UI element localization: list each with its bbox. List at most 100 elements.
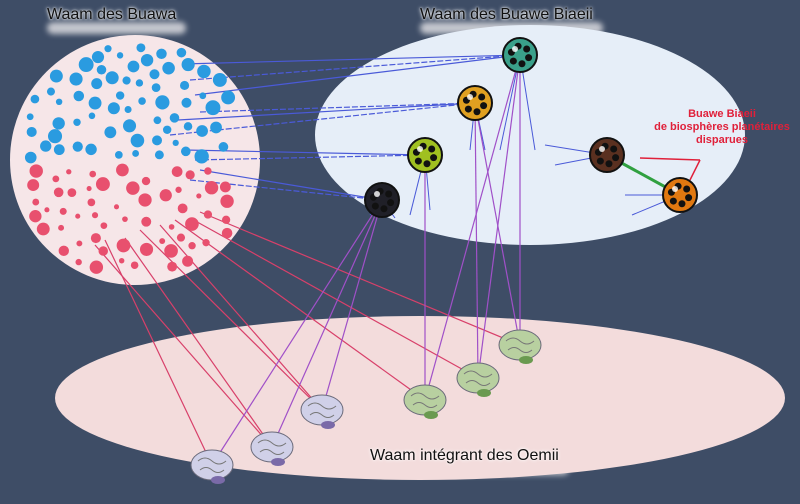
buawa-pink-dot — [90, 233, 101, 244]
buawa-blue-dot — [69, 72, 83, 86]
buawa-blue-dot — [26, 126, 37, 138]
buawa-pink-dot — [159, 189, 172, 202]
buawa-to-oemii-link — [189, 217, 479, 379]
buawa-pink-dot — [59, 207, 67, 215]
buawa-pink-dot — [204, 181, 219, 195]
brain-fold — [505, 337, 535, 353]
buawa-pink-dot — [116, 238, 131, 253]
buawa-pink-dot — [221, 215, 231, 224]
extinct-biosphere-note: Buawe Biaeii de biosphères planétaires d… — [652, 108, 792, 147]
buawa-pink-dot — [66, 169, 72, 175]
buawa-pink-dot — [53, 187, 64, 198]
buawa-blue-dot — [115, 91, 125, 100]
buawa-blue-dot — [72, 141, 83, 152]
buawa-pink-dot — [32, 198, 40, 206]
buawa-blue-dot — [55, 98, 63, 106]
brain-stem — [519, 356, 533, 364]
brain-fold — [197, 457, 227, 473]
buawa-pink-dot — [185, 217, 199, 231]
buawa-pink-dot — [75, 258, 82, 266]
buawa-blue-dot — [127, 60, 140, 73]
brain-stem — [271, 458, 285, 466]
sphere-spot — [610, 145, 618, 153]
biaeii-to-oemii-link — [321, 199, 383, 411]
buawa-blue-dot — [47, 129, 63, 144]
buawa-to-oemii-link — [124, 237, 273, 448]
brain-icon — [403, 384, 447, 416]
buawa-blue-dot — [205, 100, 221, 116]
sphere-spot — [605, 160, 613, 168]
buawa-pink-dot — [139, 242, 154, 256]
sphere-spot — [683, 185, 691, 193]
brain-stem — [321, 421, 335, 429]
buawa-pink-dot — [196, 193, 202, 199]
buawa-blue-dot — [124, 105, 132, 114]
sphere-highlight — [599, 146, 605, 152]
buawa-pink-dot — [176, 233, 186, 242]
buawa-to-oemii-link — [139, 229, 323, 411]
buawa-pink-dot — [138, 193, 152, 207]
brain-stem — [211, 476, 225, 484]
sphere-spot — [423, 160, 431, 168]
sphere-spot — [385, 190, 393, 198]
buawa-blue-dot — [221, 90, 236, 105]
buawa-to-biaeii-link — [177, 102, 476, 121]
buawa-blue-dot — [162, 125, 172, 134]
sphere-highlight — [512, 46, 518, 52]
planet-sphere-gold — [457, 85, 493, 121]
buawa-to-oemii-link — [104, 239, 213, 466]
sphere-highlight — [467, 94, 473, 100]
buawa-blue-dot — [138, 97, 146, 105]
note-line-1: Buawe Biaeii — [688, 108, 756, 120]
buawa-blue-dot — [91, 50, 105, 64]
planet-sphere-lime — [407, 137, 443, 173]
buawa-blue-dot — [212, 72, 227, 87]
buawa-pink-dot — [203, 210, 213, 219]
buawa-blue-dot — [85, 143, 97, 156]
buawa-blue-dot — [132, 150, 140, 157]
buawa-blue-dot — [136, 43, 146, 53]
sphere-spot — [414, 157, 422, 165]
brain-icon — [250, 431, 294, 463]
buawa-blue-dot — [122, 76, 131, 85]
buawa-pink-dot — [188, 242, 196, 250]
buawa-pink-dot — [168, 224, 175, 230]
biaeii-to-oemii-link — [474, 102, 521, 346]
buawa-blue-dot — [116, 52, 124, 59]
buawa-blue-dot — [181, 57, 195, 72]
buawe-biaeii-title: Waam des Buawe Biaeii — [420, 6, 593, 23]
buawa-blue-dot — [196, 125, 208, 137]
buawa-blue-dot — [197, 64, 211, 79]
sphere-spot — [430, 154, 438, 162]
buawa-blue-dot — [130, 133, 145, 148]
buawa-blue-dot — [151, 83, 161, 92]
brain-fold — [257, 439, 287, 455]
buawa-blue-dot — [96, 64, 107, 75]
buawa-blue-dot — [181, 97, 192, 108]
buawa-blue-dot — [104, 45, 112, 53]
buawa-pink-dot — [75, 213, 81, 219]
buawa-pink-dot — [185, 170, 195, 180]
buawa-pink-dot — [126, 181, 140, 195]
buawa-pink-dot — [52, 175, 60, 183]
biaeii-to-oemii-link — [271, 199, 383, 448]
buawa-blue-dot — [88, 96, 102, 110]
buawa-pink-dot — [44, 207, 50, 213]
buawa-blue-dot — [180, 146, 191, 157]
buawa-pink-dot — [89, 170, 97, 178]
sphere-spot — [596, 157, 604, 165]
oemii-title: Waam intégrant des Oemii — [370, 447, 559, 464]
sphere-highlight — [417, 146, 423, 152]
sphere-spot — [428, 145, 436, 153]
sphere-spot — [478, 93, 486, 101]
buawa-blue-dot — [49, 69, 63, 83]
buawa-blue-dot — [26, 113, 34, 121]
buawa-blue-dot — [169, 113, 180, 123]
buawa-pink-dot — [27, 179, 40, 192]
buawa-blue-dot — [179, 80, 190, 91]
buawa-pink-dot — [86, 186, 92, 192]
buawa-blue-dot — [149, 69, 160, 80]
buawa-blue-dot — [155, 95, 170, 110]
planet-sphere-teal — [502, 37, 538, 73]
brain-icon — [456, 362, 500, 394]
